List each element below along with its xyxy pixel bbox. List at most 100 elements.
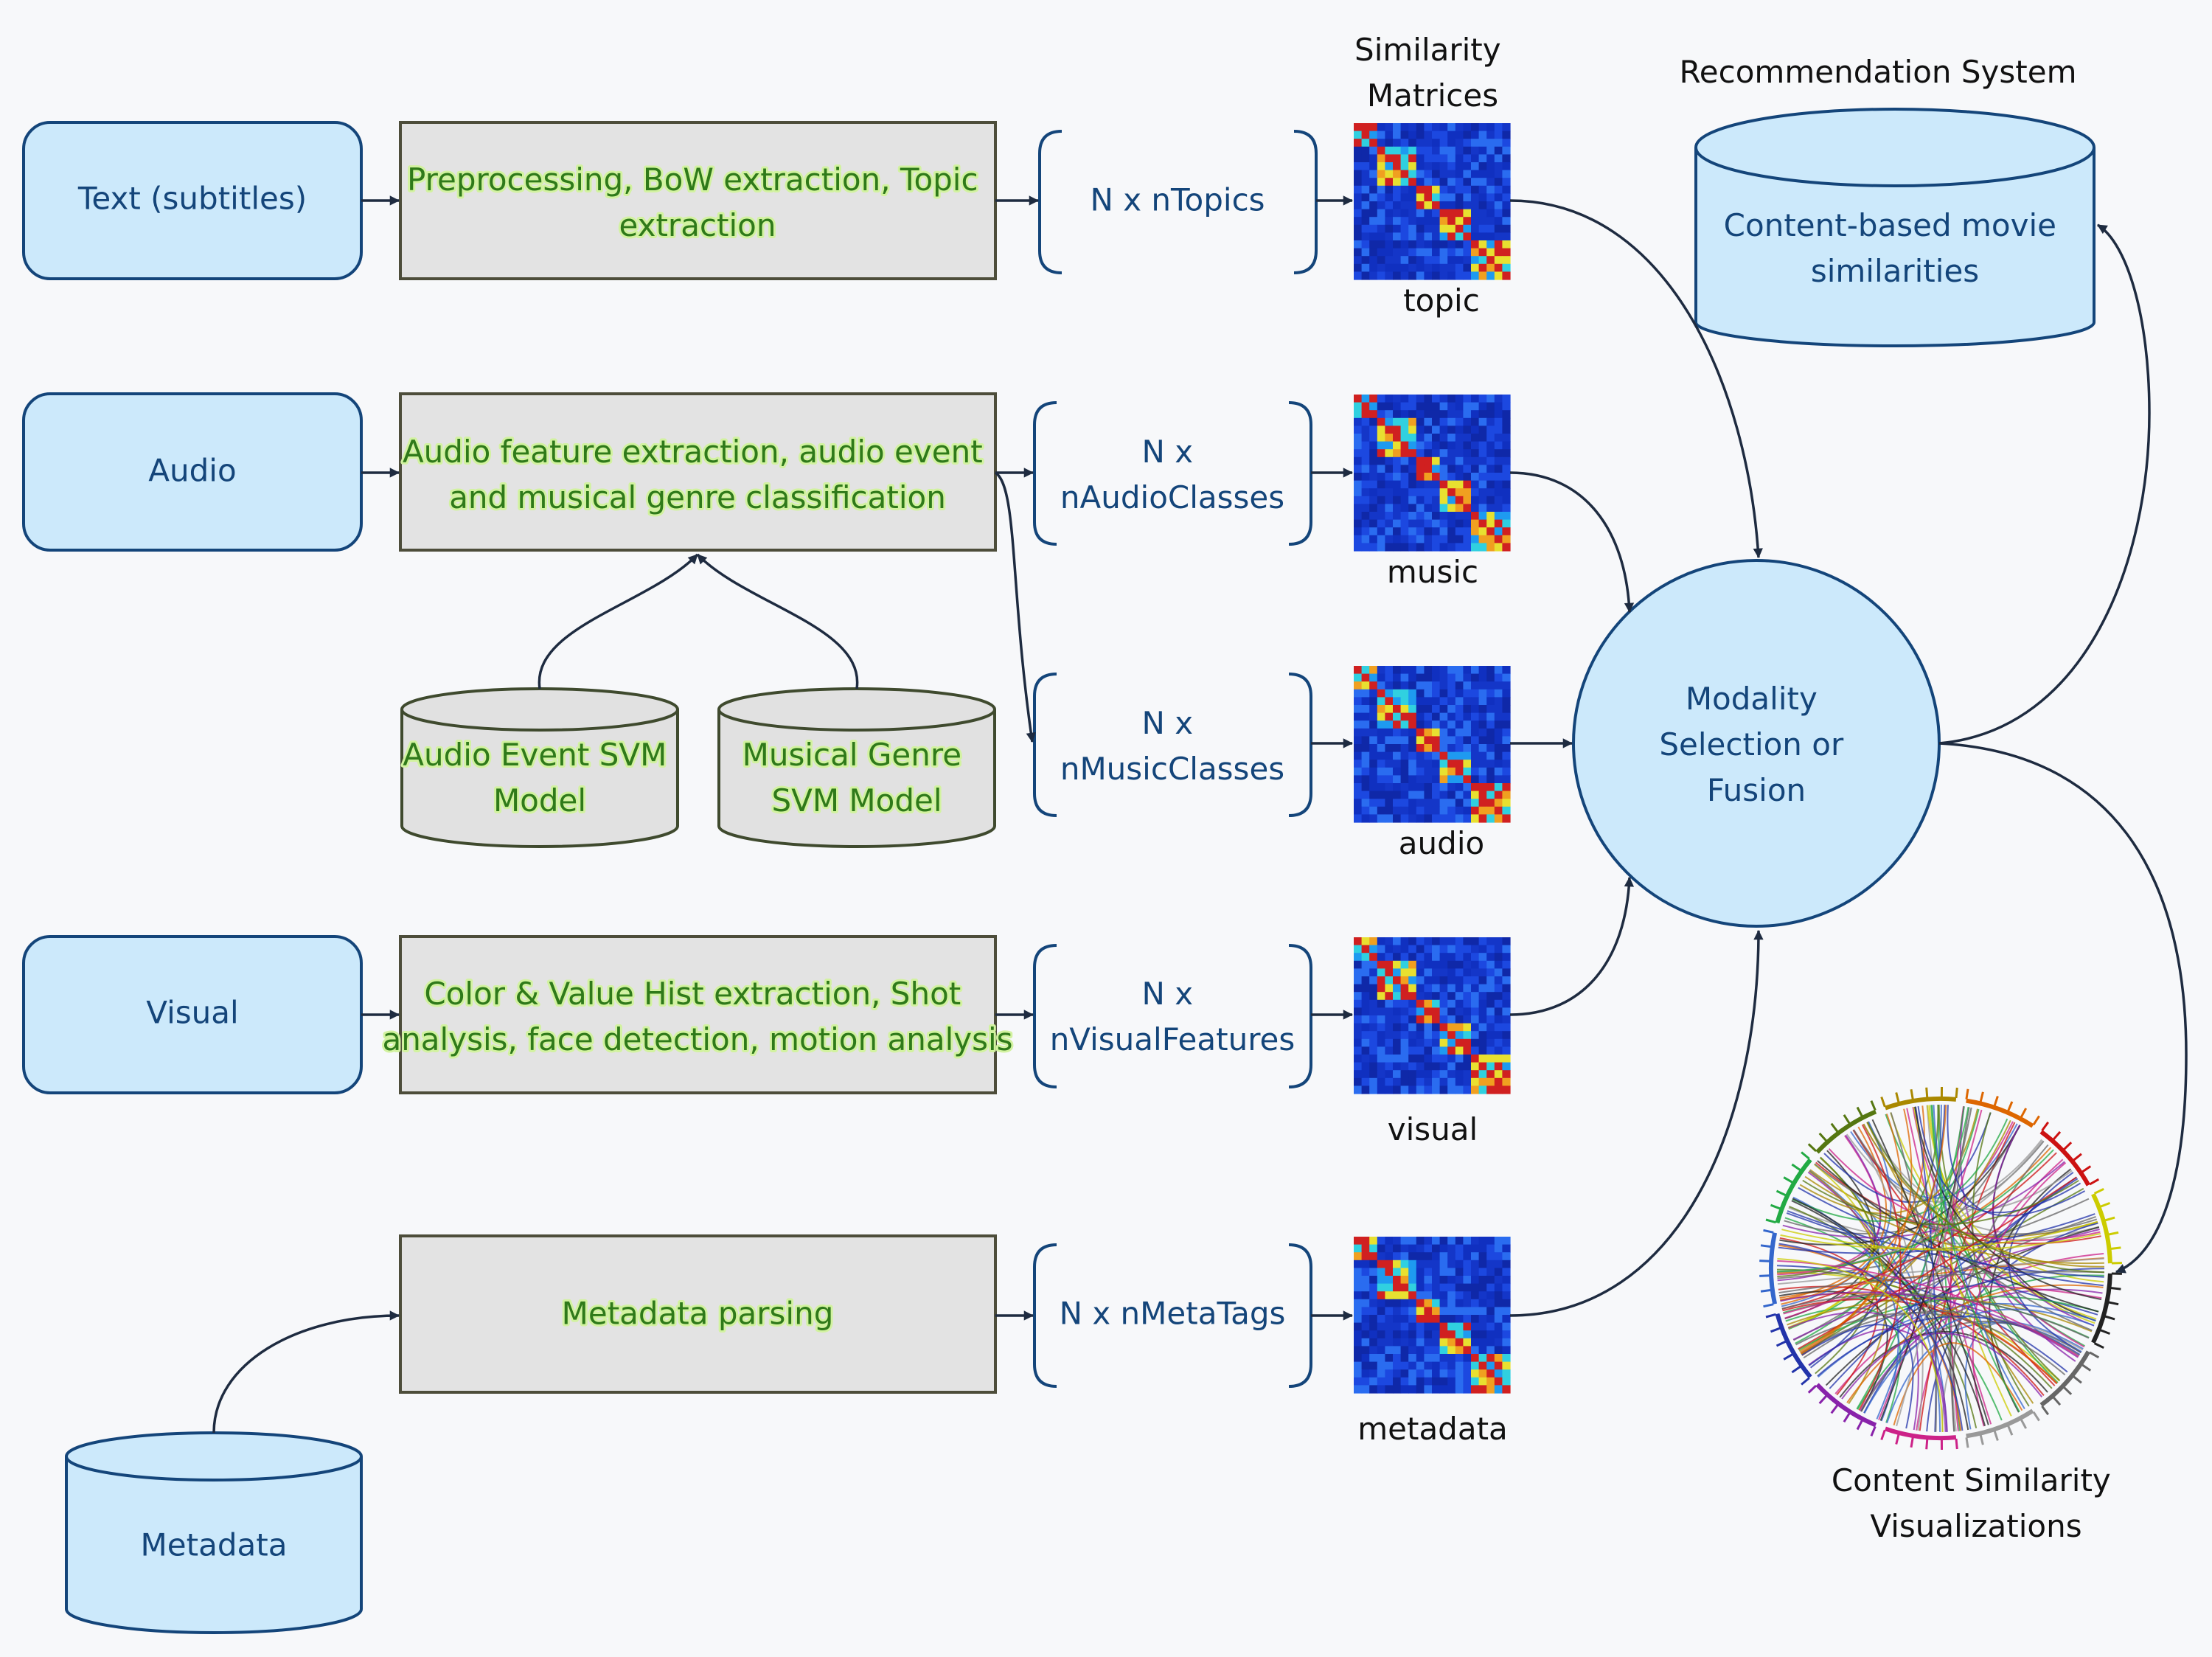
matrix-cell	[1393, 767, 1402, 776]
chord-link	[1860, 1288, 2103, 1411]
chord-tick	[1791, 1163, 1801, 1172]
matrix-cell	[1408, 456, 1417, 465]
matrix-cell	[1377, 1276, 1385, 1285]
matrix-cell	[1478, 535, 1487, 543]
matrix-cell	[1471, 1070, 1480, 1079]
matrix-cell	[1439, 465, 1448, 473]
matrix-cell	[1408, 139, 1417, 147]
matrix-cell	[1463, 666, 1472, 675]
matrix-cell	[1408, 1283, 1417, 1292]
matrix-cell	[1400, 504, 1409, 513]
matrix-cell	[1354, 512, 1363, 521]
matrix-cell	[1432, 1268, 1441, 1276]
matrix-cell	[1432, 139, 1441, 147]
matrix-cell	[1424, 543, 1433, 552]
matrix-cell	[1354, 449, 1363, 458]
matrix-cell	[1385, 496, 1394, 504]
matrix-cell	[1400, 673, 1409, 682]
matrix-cell	[1463, 976, 1472, 985]
matrix-cell	[1432, 673, 1441, 682]
matrix-cell	[1439, 146, 1448, 155]
matrix-cell	[1385, 131, 1394, 139]
matrix-cell	[1354, 154, 1363, 163]
matrix-cell	[1408, 1077, 1417, 1086]
matrix-cell	[1432, 814, 1441, 823]
matrix-cell	[1447, 1031, 1456, 1040]
matrix-cell	[1354, 441, 1363, 450]
matrix-cell	[1361, 473, 1370, 482]
matrix-cell	[1478, 1276, 1487, 1285]
matrix-cell	[1377, 480, 1385, 489]
matrix-cell	[1354, 248, 1363, 257]
matrix-cell	[1385, 1085, 1394, 1094]
matrix-cell	[1432, 248, 1441, 257]
matrix-cell	[1369, 681, 1378, 690]
matrix-cell	[1447, 775, 1456, 784]
matrix-cell	[1369, 953, 1378, 962]
matrix-cell	[1502, 1299, 1511, 1307]
matrix-cell	[1377, 751, 1385, 760]
matrix-cell	[1354, 783, 1363, 792]
matrix-cell	[1385, 953, 1394, 962]
matrix-cell	[1432, 193, 1441, 202]
matrix-cell	[1385, 945, 1394, 953]
matrix-cell	[1478, 434, 1487, 442]
matrix-cell	[1400, 154, 1409, 163]
matrix-cell	[1439, 519, 1448, 528]
matrix-cell	[1361, 185, 1370, 194]
matrix-cell	[1385, 712, 1394, 721]
matrix-cell	[1471, 240, 1480, 249]
matrix-cell	[1408, 1291, 1417, 1300]
matrix-cell	[1494, 697, 1503, 706]
matrix-cell	[1369, 1237, 1378, 1246]
chord-tick	[2062, 1142, 2073, 1150]
matrix-cell	[1463, 1276, 1472, 1285]
matrix-cell	[1455, 760, 1464, 768]
matrix-cell	[1439, 449, 1448, 458]
matrix-cell	[1502, 248, 1511, 257]
matrix-cell	[1439, 697, 1448, 706]
matrix-cell	[1502, 751, 1511, 760]
matrix-cell	[1439, 395, 1448, 403]
matrix-cell	[1494, 712, 1503, 721]
chord-tick	[1880, 1429, 1886, 1440]
matrix-cell	[1408, 806, 1417, 815]
matrix-cell	[1486, 123, 1495, 132]
matrix-cell	[1400, 1354, 1409, 1363]
chord-tick	[1955, 1438, 1958, 1450]
matrix-cell	[1432, 480, 1441, 489]
matrix-cell	[1432, 465, 1441, 473]
chord-tick	[1818, 1132, 1828, 1142]
matrix-cell	[1494, 1315, 1503, 1324]
matrix-cell	[1385, 456, 1394, 465]
matrix-cell	[1354, 953, 1363, 962]
matrix-cell	[1432, 519, 1441, 528]
chord-tick	[1783, 1176, 1794, 1184]
matrix-cell	[1408, 504, 1417, 513]
matrix-cell	[1478, 496, 1487, 504]
chord-tick	[2089, 1178, 2100, 1186]
matrix-cell	[1463, 224, 1472, 233]
matrix-cell	[1354, 543, 1363, 552]
matrix-cell	[1432, 256, 1441, 265]
matrix-cell	[1486, 170, 1495, 178]
matrix-cell	[1400, 814, 1409, 823]
matrix-cell	[1494, 154, 1503, 163]
matrix-cell	[1455, 1244, 1464, 1253]
matrix-cell	[1377, 681, 1385, 690]
matrix-cell	[1432, 666, 1441, 675]
matrix-cell	[1408, 201, 1417, 210]
matrix-cell	[1361, 1307, 1370, 1316]
matrix-cell	[1447, 666, 1456, 675]
chord-link	[1799, 1105, 1947, 1353]
matrix-cell	[1369, 456, 1378, 465]
matrix-cell	[1424, 178, 1433, 187]
matrix-cell	[1385, 217, 1394, 226]
matrix-cell	[1447, 984, 1456, 993]
matrix-cell	[1471, 1252, 1480, 1261]
matrix-cell	[1455, 1260, 1464, 1268]
matrix-cell	[1471, 760, 1480, 768]
matrix-cell	[1432, 543, 1441, 552]
matrix-cell	[1361, 666, 1370, 675]
matrix-cell	[1377, 960, 1385, 969]
